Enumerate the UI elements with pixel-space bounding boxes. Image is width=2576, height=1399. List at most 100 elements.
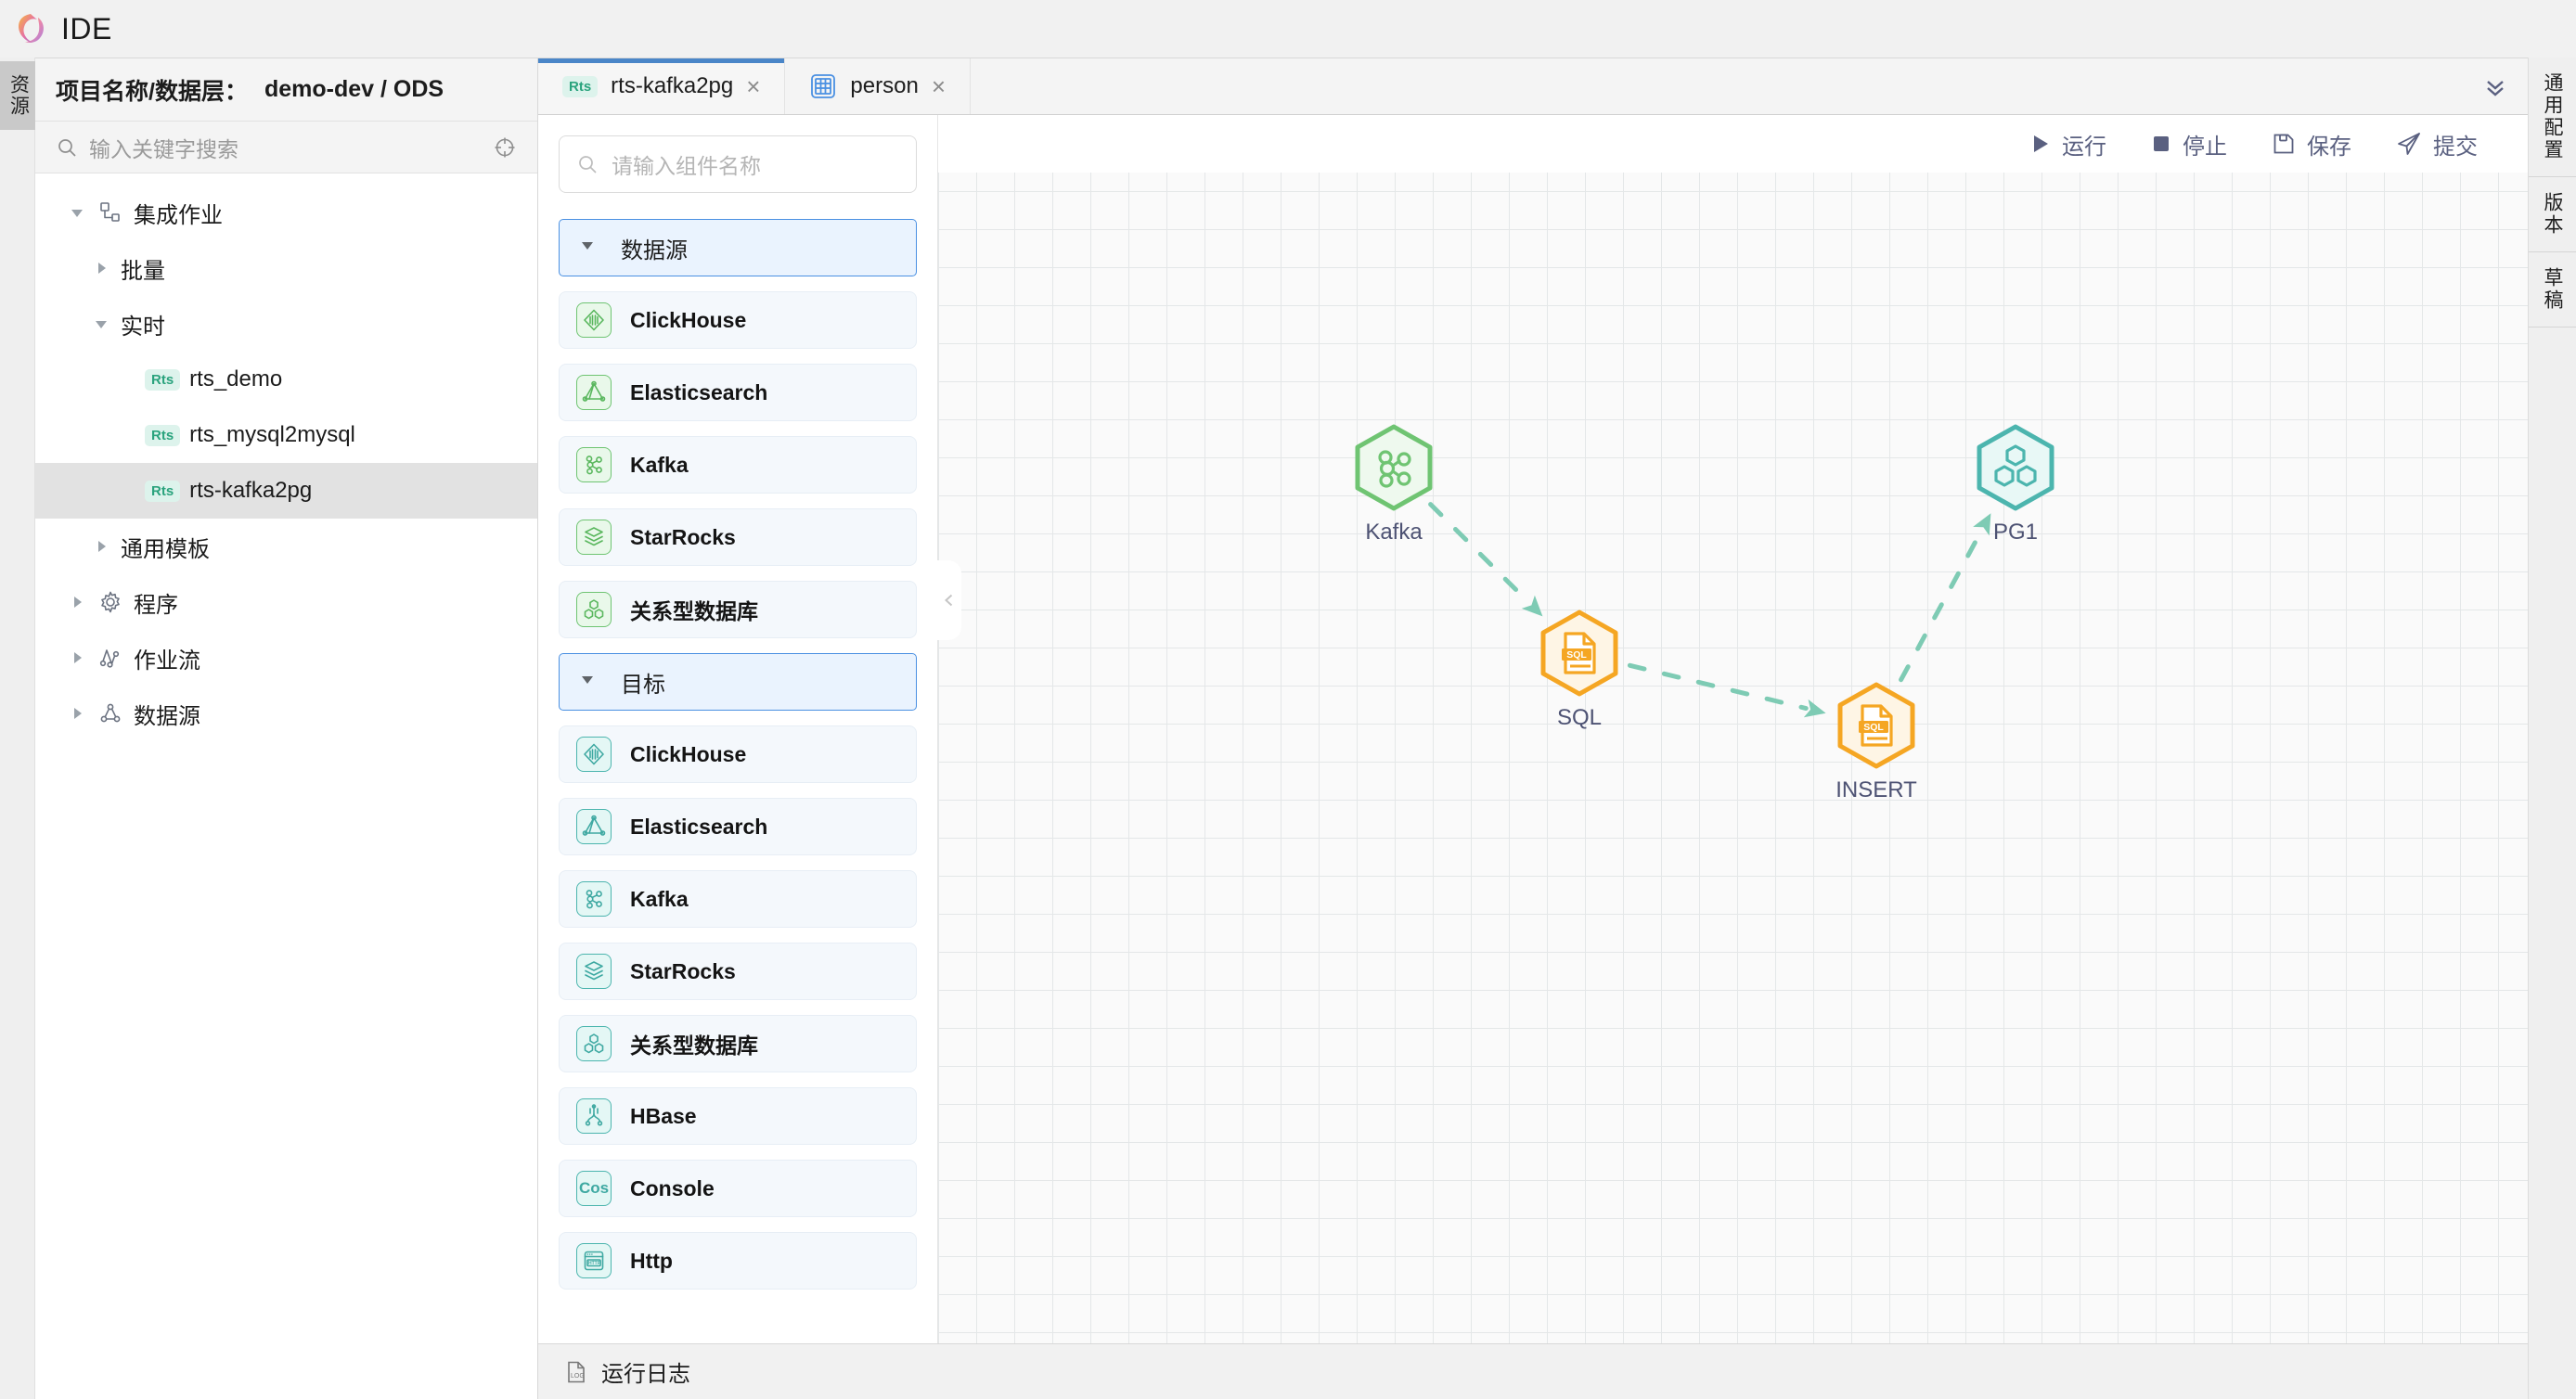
palette-item-label: 关系型数据库 — [630, 599, 758, 623]
palette-search-bar[interactable]: 请输入组件名称 — [559, 135, 917, 193]
tree-item-label: rts_mysql2mysql — [189, 422, 355, 447]
caret-right-icon[interactable] — [67, 593, 87, 611]
right-rail-tab-general-config[interactable]: 通用配置 — [2529, 58, 2576, 177]
tree-item-批量[interactable]: 批量 — [35, 240, 537, 296]
tree-item-label: 批量 — [121, 258, 165, 284]
tree-item-程序[interactable]: 程序 — [35, 574, 537, 630]
palette-item-HBase[interactable]: HBase — [559, 1087, 917, 1145]
tree-item-集成作业[interactable]: 集成作业 — [35, 185, 537, 240]
canvas-toolbar: 运行 停止 — [938, 115, 2528, 173]
submit-button[interactable]: 提交 — [2374, 115, 2500, 173]
palette-item-label: 关系型数据库 — [630, 1033, 758, 1058]
run-log-bar[interactable]: LOG 运行日志 — [538, 1343, 2528, 1399]
close-icon[interactable]: × — [746, 72, 761, 100]
palette-item-ClickHouse[interactable]: ClickHouse — [559, 291, 917, 349]
caret-right-icon[interactable] — [91, 259, 111, 277]
run-log-label: 运行日志 — [601, 1362, 690, 1387]
datasource-icon — [97, 701, 124, 725]
search-input[interactable]: 输入关键字搜索 — [89, 136, 238, 161]
rdb-icon — [1969, 421, 2062, 514]
save-button[interactable]: 保存 — [2249, 115, 2374, 173]
editor-tab-label: rts-kafka2pg — [611, 73, 734, 98]
stop-button[interactable]: 停止 — [2129, 115, 2249, 173]
svg-text:LOG: LOG — [571, 1373, 585, 1380]
caret-right-icon[interactable] — [91, 537, 111, 556]
run-button[interactable]: 运行 — [2006, 115, 2129, 173]
tree-item-通用模板[interactable]: 通用模板 — [35, 519, 537, 574]
caret-right-icon[interactable] — [67, 704, 87, 723]
tabbar-spacer — [971, 58, 2463, 114]
editor-tab-label: person — [850, 73, 919, 98]
palette-item-ClickHouse[interactable]: ClickHouse — [559, 725, 917, 783]
rail-tab-resources[interactable]: 资源 — [0, 61, 37, 130]
palette-item-StarRocks[interactable]: StarRocks — [559, 943, 917, 1000]
palette-item-Elasticsearch[interactable]: Elasticsearch — [559, 364, 917, 421]
palette-group-label: 目标 — [621, 672, 665, 698]
caret-right-icon[interactable] — [67, 648, 87, 667]
tree-item-实时[interactable]: 实时 — [35, 296, 537, 352]
svg-text:HTTP: HTTP — [588, 1261, 601, 1266]
palette-item-label: StarRocks — [630, 524, 736, 549]
palette-search-input[interactable]: 请输入组件名称 — [612, 154, 761, 178]
right-rail-tab-version[interactable]: 版本 — [2529, 177, 2576, 252]
close-icon[interactable]: × — [931, 72, 946, 100]
chevron-double-down-icon[interactable] — [2463, 58, 2528, 114]
canvas-node-insert[interactable]: SQL INSERT — [1830, 679, 1923, 803]
canvas-node-kafka[interactable]: Kafka — [1347, 421, 1440, 545]
palette-item-Elasticsearch[interactable]: Elasticsearch — [559, 798, 917, 855]
palette-item-Kafka[interactable]: Kafka — [559, 436, 917, 494]
palette-item-StarRocks[interactable]: StarRocks — [559, 508, 917, 566]
caret-down-icon[interactable] — [67, 203, 87, 222]
palette-item-Kafka[interactable]: Kafka — [559, 870, 917, 928]
canvas-node-pg1[interactable]: PG1 — [1969, 421, 2062, 545]
palette-group-source[interactable]: 数据源 — [559, 219, 917, 276]
palette-item-label: HBase — [630, 1103, 697, 1128]
starrocks-icon — [576, 520, 612, 555]
body-row: 资源 项目名称/数据层： demo-dev / ODS 输入关键字搜索 — [0, 58, 2576, 1399]
save-label: 保存 — [2307, 134, 2351, 160]
editor-tab-person[interactable]: person × — [785, 58, 971, 114]
explorer-project-value: demo-dev / ODS — [264, 76, 444, 102]
tree-item-数据源[interactable]: 数据源 — [35, 686, 537, 741]
palette-group-target[interactable]: 目标 — [559, 653, 917, 711]
tree-item-label: 作业流 — [134, 648, 200, 674]
run-label: 运行 — [2062, 134, 2106, 160]
gear-icon — [97, 590, 124, 614]
canvas-node-label: SQL — [1556, 705, 1603, 730]
canvas-node-label: INSERT — [1835, 777, 1917, 802]
right-rail: 通用配置 版本 草稿 — [2528, 58, 2576, 1399]
right-rail-tab-draft[interactable]: 草稿 — [2529, 252, 2576, 327]
tree-item-label: rts-kafka2pg — [189, 478, 313, 503]
kafka-icon — [576, 447, 612, 482]
caret-down-icon[interactable] — [91, 314, 111, 333]
table-icon — [809, 72, 837, 100]
svg-text:SQL: SQL — [1863, 722, 1884, 733]
workflow-icon — [97, 646, 124, 670]
clickhouse-icon — [576, 302, 612, 338]
clickhouse-icon — [576, 737, 612, 772]
resource-explorer: 项目名称/数据层： demo-dev / ODS 输入关键字搜索 — [35, 58, 538, 1399]
palette-item-关系型数据库[interactable]: 关系型数据库 — [559, 581, 917, 638]
palette-item-关系型数据库[interactable]: 关系型数据库 — [559, 1015, 917, 1072]
explorer-search-bar[interactable]: 输入关键字搜索 — [35, 122, 537, 173]
rdb-icon — [576, 1026, 612, 1061]
crosshair-target-icon[interactable] — [493, 135, 517, 160]
tree-item-作业流[interactable]: 作业流 — [35, 630, 537, 686]
caret-down-icon — [578, 235, 597, 261]
tree-item-label: 程序 — [134, 592, 178, 618]
palette-item-label: Kafka — [630, 886, 689, 911]
editor-tab-rts-kafka2pg[interactable]: Rts rts-kafka2pg × — [538, 58, 786, 114]
tree-item-label: rts_demo — [189, 366, 283, 391]
palette-collapse-handle[interactable] — [937, 560, 961, 640]
